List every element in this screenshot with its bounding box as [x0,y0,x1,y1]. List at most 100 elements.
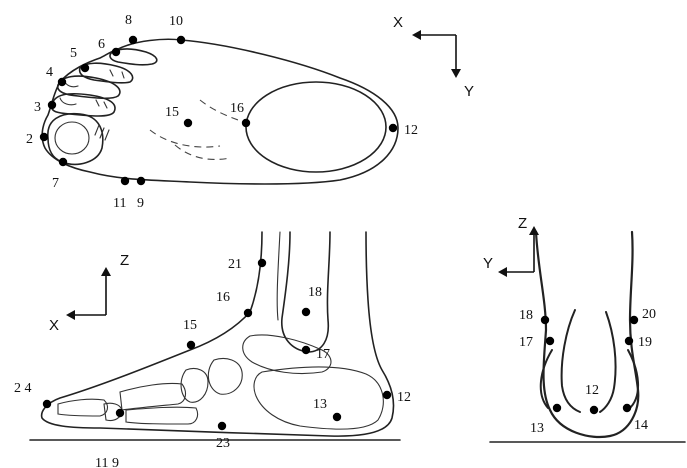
side-view-label-9: 11 9 [95,456,119,468]
back-y-axis-label: Y [483,255,493,272]
top-view-label-11: 11 [113,196,126,211]
side-view-landmark-12 [383,391,391,399]
top-x-axis-label: X [393,14,403,31]
top-view-axes: X Y [393,14,474,100]
side-view-label-0: 21 [228,257,242,272]
top-view-landmark-9 [137,177,145,185]
side-view-outline [42,232,394,436]
top-y-arrow-icon [451,69,461,78]
back-view-landmark-14 [623,404,631,412]
side-view-landmark-23 [218,422,226,430]
navicular-bone [208,359,242,395]
top-view-landmark-3 [48,101,56,109]
top-view-landmark-10 [177,36,185,44]
phalanx-bones [58,399,122,420]
side-x-axis-label: X [49,317,59,334]
side-view-label-7: 2 4 [14,381,32,396]
top-view-label-5: 3 [34,100,41,115]
back-view-landmark-18 [541,316,549,324]
side-view-label-6: 13 [313,397,327,412]
back-view-label-6: 14 [634,418,648,433]
tibia-outline [282,232,330,352]
top-view-landmark-15 [184,119,192,127]
top-view-label-0: 8 [125,13,132,28]
top-x-arrow-icon [412,30,421,40]
side-view-landmark-17 [302,346,310,354]
back-view-outline [536,232,638,437]
back-view-axes: Z Y [483,215,539,277]
back-view-label-4: 12 [585,383,599,398]
top-view-label-7: 7 [52,176,59,191]
top-view-foot [42,39,398,184]
side-x-arrow-icon [66,310,75,320]
top-view-landmark-4 [58,78,66,86]
toenail-2 [60,98,76,105]
back-z-arrow-icon [529,226,539,235]
top-view-label-4: 4 [46,65,53,80]
side-view-landmark-18 [302,308,310,316]
side-view-label-1: 18 [308,285,322,300]
top-view-label-2: 6 [98,37,105,52]
top-view-label-6: 2 [26,132,33,147]
top-y-axis-label: Y [464,83,474,100]
back-view-landmark-12 [590,406,598,414]
side-view-landmark-16 [244,309,252,317]
big-toe [48,114,103,165]
big-toenail [55,122,89,154]
side-view-label-4: 17 [316,347,330,362]
top-view-outline [42,39,398,184]
back-z-axis-label: Z [518,215,527,232]
top-view-label-1: 10 [169,14,183,29]
back-view-label-0: 18 [519,308,533,323]
back-view-label-5: 13 [530,421,544,436]
back-view-landmark-20 [630,316,638,324]
side-view-landmark-13 [333,413,341,421]
back-inner-left [562,310,580,412]
top-view-landmark-12 [389,124,397,132]
top-view-label-8: 15 [165,105,179,120]
back-view-label-3: 19 [638,335,652,350]
back-view-landmarks [541,316,638,414]
side-view-landmark-11 [116,409,124,417]
metatarsal-bone-2 [126,407,198,424]
back-y-arrow-icon [498,267,507,277]
back-view-label-1: 20 [642,307,656,322]
back-view-landmark-13 [553,404,561,412]
top-view-landmark-7 [59,158,67,166]
top-view-landmarks [40,36,397,185]
side-view-label-3: 15 [183,318,197,333]
toenail-3 [64,80,78,87]
fibula-line [277,232,280,320]
side-z-arrow-icon [101,267,111,276]
side-view-landmark-15 [187,341,195,349]
side-view-landmarks [43,259,391,430]
back-inner-right [600,312,616,412]
top-view-label-3: 5 [70,46,77,61]
side-view-landmark-24 [43,400,51,408]
heel-pad [246,82,386,172]
top-view-label-12: 9 [137,196,144,211]
side-z-axis-label: Z [120,252,129,269]
side-view-label-8: 23 [216,436,230,451]
crease-line-1 [150,130,220,147]
top-view-label-9: 16 [230,101,244,116]
metatarsal-bone-1 [120,383,185,410]
crease-line-3 [175,145,230,159]
side-view-foot [30,232,400,440]
back-view-landmark-19 [625,337,633,345]
back-view-landmark-17 [546,337,554,345]
top-view-label-10: 12 [404,123,418,138]
top-view-landmark-labels: 8 10 6 5 4 3 2 7 15 16 12 11 9 [26,13,418,211]
side-view-label-2: 16 [216,290,230,305]
side-view-landmark-21 [258,259,266,267]
top-view-landmark-2 [40,133,48,141]
top-view-landmark-8 [129,36,137,44]
side-view-label-5: 12 [397,390,411,405]
top-view-landmark-5 [81,64,89,72]
top-view-landmark-6 [112,48,120,56]
back-view-label-2: 17 [519,335,533,350]
top-view-landmark-16 [242,119,250,127]
top-view-landmark-11 [121,177,129,185]
side-view-axes: Z X [49,252,129,334]
